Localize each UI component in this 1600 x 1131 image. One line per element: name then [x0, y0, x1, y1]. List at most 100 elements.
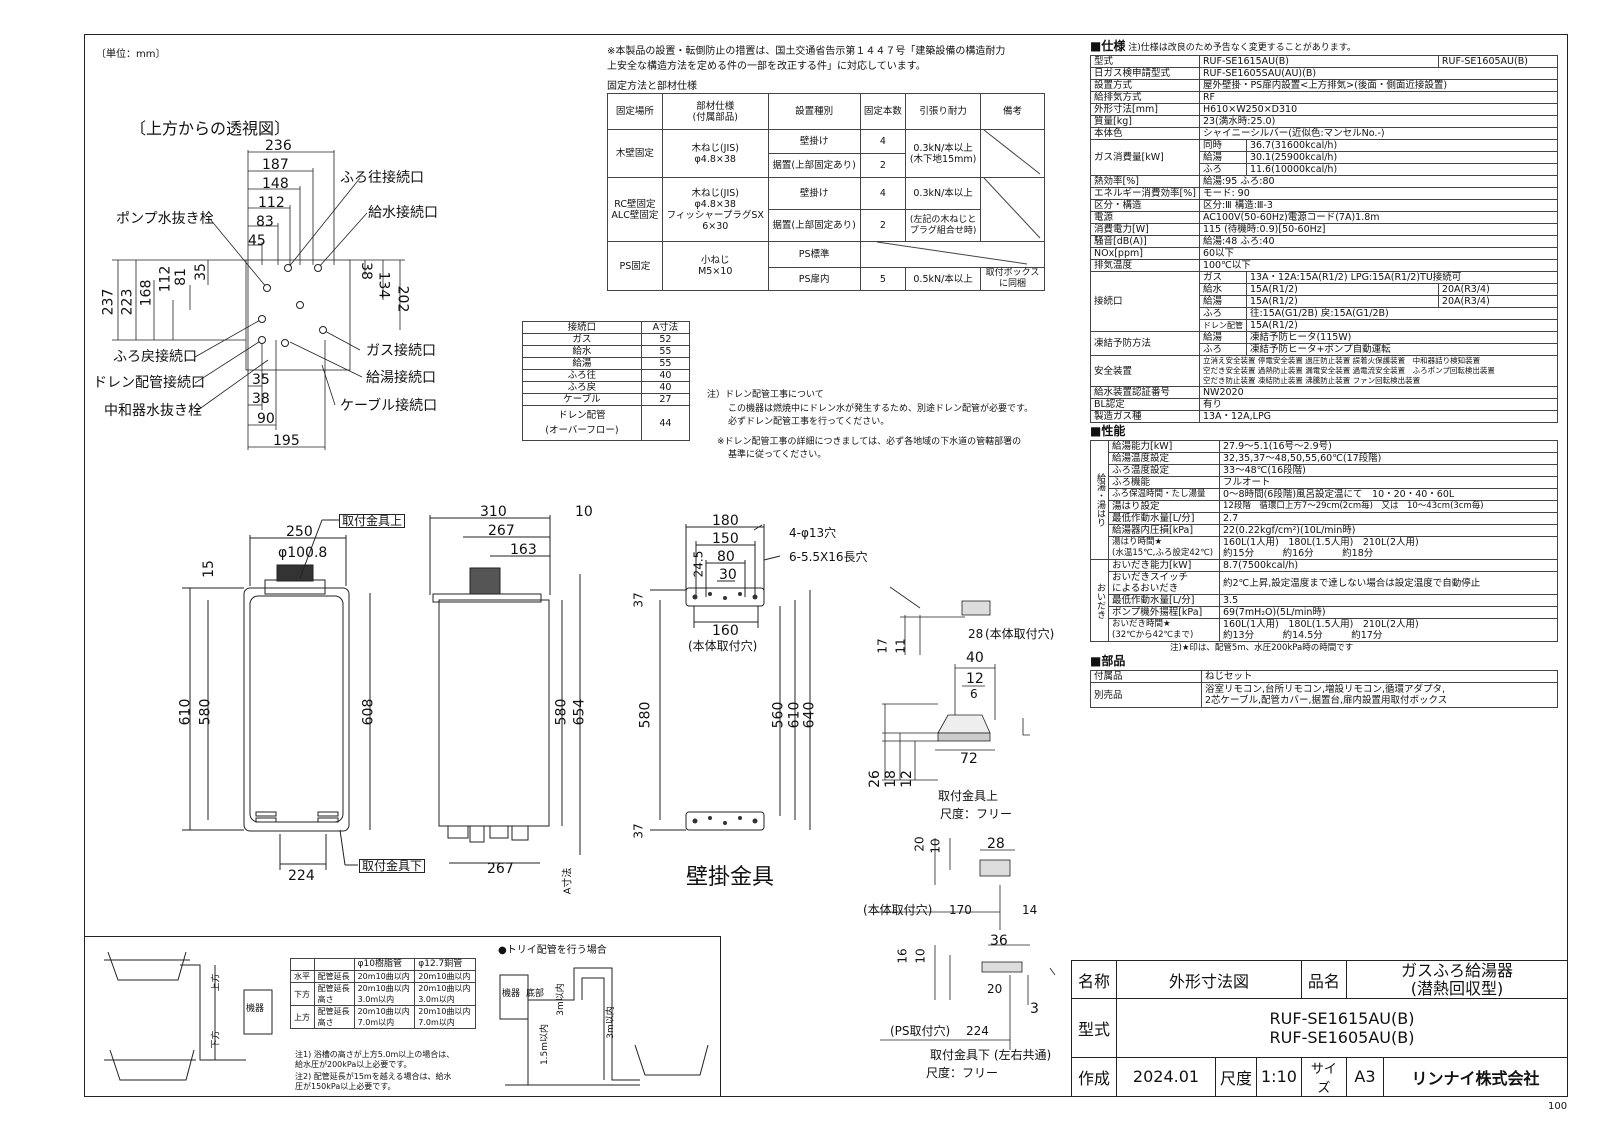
label-neutralizer-drain: 中和器水抜き栓 [104, 403, 202, 419]
ub-label-title: 取付金具上 [938, 789, 999, 803]
sp-r22-v: 区分:Ⅲ 構造:Ⅲ-3 [1198, 199, 1559, 212]
tb-model-label: 型式 [1071, 998, 1117, 1058]
br-dim-160: 160 [712, 623, 739, 639]
fix-r4-type: PS標準 [767, 241, 861, 268]
tb-made-label: 作成 [1071, 1056, 1117, 1098]
pf1-3k: ふろ機能 [1108, 476, 1220, 489]
fix-r3-force: (左記の木ねじと プラグ組合せ時) [905, 209, 981, 242]
drain-note-3: ※ドレン配管工事の詳細につきましては、必ず各地域の下水道の管轄部署の [717, 437, 1022, 447]
label-bath-return: ふろ戻接続口 [113, 349, 197, 365]
trap-label-3b: 3m以内 [605, 1006, 616, 1039]
sp-c2v2: 20A(R3/4) [1437, 295, 1559, 308]
ub-dim-6: 6 [970, 687, 978, 701]
pt-r0-1: 配管延長 [313, 970, 355, 983]
sp-r26-v: 60以下 [1198, 247, 1559, 260]
br-dim-30: 30 [719, 567, 737, 583]
drain-note-1: この機器は燃焼中にドレン水が発生するため、別途ドレン配管が必要です。 [728, 404, 1034, 414]
sp-r4-v: H610×W250×D310 [1198, 103, 1559, 116]
drain-note-4: 基準に従ってください。 [728, 450, 827, 460]
sp-c1v2: 20A(R3/4) [1437, 283, 1559, 296]
drain-note-2: 必ずドレン配管工事を行ってください。 [728, 417, 890, 427]
lb-dim-28: 28 [987, 836, 1005, 852]
ub-dim-40: 40 [966, 650, 984, 666]
sp-r2-k: 設置方式 [1090, 79, 1200, 92]
top-dim-4: 112 [258, 195, 285, 211]
br-dim-80: 80 [717, 549, 735, 565]
ub-dim-72: 72 [960, 751, 978, 767]
trap-label-15: 1.5m以内 [540, 1023, 551, 1066]
lb-dim-14: 14 [1022, 903, 1038, 917]
pt-r1-1: 配管延長 高さ [313, 982, 355, 1006]
sp-r32-k: 製造ガス種 [1090, 410, 1200, 423]
br-title: 壁掛金具 [686, 865, 775, 890]
sp-frz-k: 凍結予防方法 [1090, 331, 1200, 356]
fix-r2-part: 木ねじ(JIS) φ4.8×38 フィッシャープラグSX 6×30 [661, 177, 769, 242]
sp-r0-k: 型式 [1090, 55, 1200, 68]
pt-r1-3: 20m10曲以内 3.0m以内 [414, 982, 476, 1006]
pf1-5v: 12段階 循環口上方7〜29cm(2cm毎) 又は 10〜43cm(3cm毎) [1219, 500, 1558, 513]
side-dim-163: 163 [510, 542, 537, 558]
pf1-7k: 給湯器内圧損[kPa] [1108, 524, 1220, 537]
tb-name: 外形寸法図 [1116, 959, 1302, 1000]
tb-product: ガスふろ給湯器 (潜熱回収型) [1345, 959, 1569, 1000]
label-cable: ケーブル接続口 [340, 398, 438, 414]
spec-title: ■仕様 [1090, 39, 1126, 53]
pf2-0k: おいだき能力[kW] [1108, 559, 1220, 572]
pf2-3v: 69(7mH₂O)(5L/min時) [1219, 606, 1558, 619]
sp-f0v: 凍結予防ヒータ(115W) [1245, 331, 1559, 344]
trap-label-bottom: 底部 [526, 989, 545, 999]
tb-scale: 1:10 [1256, 1056, 1302, 1098]
pf1-6v: 2.7 [1219, 512, 1558, 525]
title-block: 名称 外形寸法図 品名 ガスふろ給湯器 (潜熱回収型) 型式 RUF-SE161… [1071, 959, 1569, 1098]
sp-r6-v: シャイニーシルバー(近似色:マンセルNo.-) [1198, 127, 1559, 140]
pt-r2-1: 配管延長 高さ [313, 1005, 355, 1029]
tb-scale-label: 尺度 [1215, 1056, 1257, 1098]
pf2-2v: 3.5 [1219, 594, 1558, 607]
sp-safety-1: 空だき安全装置 過熱防止装置 漏電安全装置 過電流安全装置 ふろポンプ回転検出装… [1202, 366, 1495, 375]
side-dim-10: 10 [575, 504, 593, 520]
perf-note: 注)★印は、配管5m、水圧200kPa時の時間です [1170, 643, 1354, 653]
trap-title: ●トリイ配管を行う場合 [498, 945, 607, 956]
sp-gas-0v: 36.7(31600kcal/h) [1245, 139, 1559, 152]
sp-gas-1v: 30.1(25900kcal/h) [1245, 151, 1559, 164]
pf1-0v: 27.9〜5.1(16号〜2.9号) [1219, 440, 1558, 453]
fix-r3-type: 据置(上部固定あり) [767, 209, 861, 242]
front-dim-phi: φ100.8 [278, 545, 328, 561]
sp-safety-2: 空だき防止装置 凍結防止装置 沸騰防止装置 ファン回転検出装置 [1202, 376, 1421, 385]
perf-side-2: おいだき [1090, 559, 1109, 642]
fix-r5-count: 5 [859, 267, 907, 291]
parts-table: 付属品ねじセット 別売品浴室リモコン,台所リモコン,増設リモコン,循環アダプタ,… [1090, 670, 1558, 708]
piping-label-device: 機器 [246, 1004, 265, 1014]
conn-r5-val: 27 [640, 393, 691, 406]
sp-r5-k: 質量[kg] [1090, 115, 1200, 128]
front-dim-224: 224 [288, 868, 315, 884]
sp-r31-v: 有り [1198, 398, 1559, 411]
perf-title: ■性能 [1090, 424, 1126, 438]
fix-r2-note [979, 177, 1046, 242]
sp-c0k: ガス [1198, 271, 1247, 284]
br-label-holes: 4-φ13穴 [789, 526, 837, 540]
pf1-8v: 160L(1人用) 180L(1.5人用) 210L(2人用) 約15分 約16… [1219, 536, 1558, 560]
tb-size: A3 [1345, 1056, 1384, 1098]
fix-h-2: 設置種別 [767, 93, 861, 130]
pf1-6k: 最低作動水量[L/分] [1108, 512, 1220, 525]
sp-r27-k: 排気温度 [1090, 259, 1200, 272]
sp-c4k: ドレン配管 [1198, 319, 1247, 332]
page-number: 100 [1548, 1101, 1568, 1112]
top-dim-1: 236 [265, 138, 292, 154]
br-dim-150: 150 [712, 531, 739, 547]
label-upper-bracket: 取付金具上 [339, 514, 406, 528]
fix-r4-blank [859, 241, 1046, 268]
sp-r27-v: 100℃以下 [1198, 259, 1559, 272]
pt-r0-0: 水平 [290, 970, 315, 983]
sp-safety-v: 立消え安全装置 停電安全装置 過圧防止装置 誤着火保護装置 中和器詰り検知装置空… [1198, 355, 1559, 387]
sp-r0-v2: RUF-SE1605AU(B) [1437, 55, 1559, 68]
sp-r20-v: 給湯:95 ふろ:80 [1198, 175, 1559, 188]
